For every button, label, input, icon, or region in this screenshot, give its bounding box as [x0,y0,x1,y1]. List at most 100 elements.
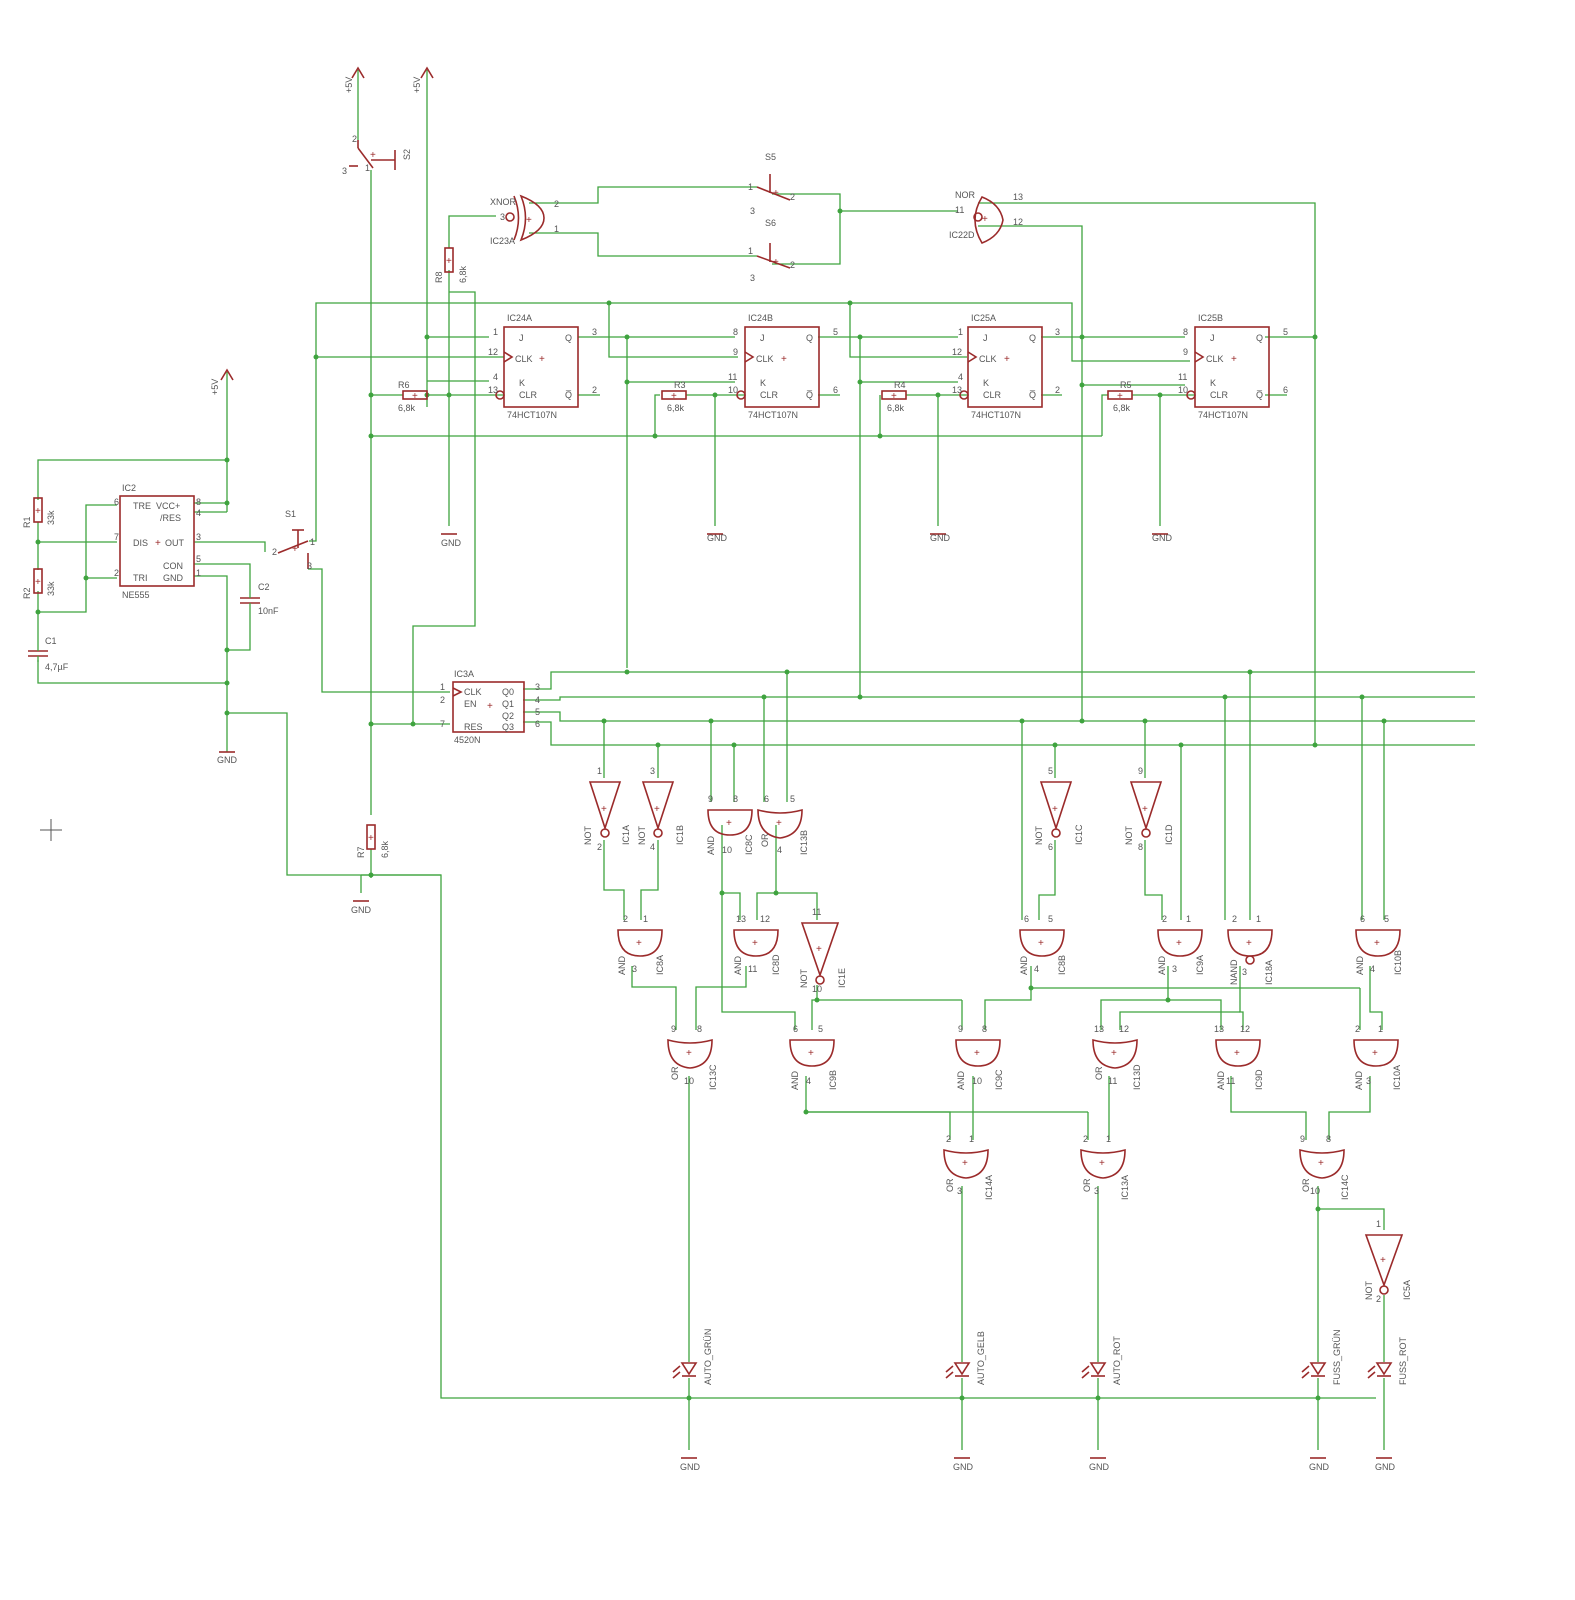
ic3a-pin-en: EN [464,699,477,709]
s5-label: S5 [765,152,776,162]
ic1b-type: NOT [637,826,647,846]
resistor-r4: + R4 6,8k [881,380,907,413]
ic1e-pin-a: 11 [812,907,821,917]
pin-num-clr: 13 [952,385,962,395]
pin-num-k: 11 [1178,372,1187,382]
gate-ic1d: + NOT IC1D 9 8 [1124,766,1174,852]
ic8b-pin-b: 5 [1048,914,1053,924]
svg-text:+: + [368,833,374,844]
led-auto-gelb: AUTO_GELB [945,1331,986,1385]
ic22d-type: NOR [955,190,976,200]
ic23a-type: XNOR [490,197,517,207]
ic8a-pin-b: 1 [643,914,648,924]
svg-text:+: + [671,391,677,402]
ic1a-name: IC1A [621,825,631,845]
led-auto-rot-label: AUTO_ROT [1112,1336,1122,1385]
ic13a-pin-o: 3 [1094,1186,1099,1196]
svg-text:+: + [776,818,782,829]
ic2-num-7: 7 [114,532,119,542]
svg-text:+: + [1234,1048,1240,1059]
ic3a-num-7: 7 [440,719,445,729]
ic14a-pin-a: 2 [946,1134,951,1144]
ic1d-type: NOT [1124,826,1134,846]
counter-ic3a: + IC3A 4520N CLK EN RES Q0 Q1 Q2 Q3 1 2 … [440,669,540,745]
pin-j: J [519,333,524,343]
svg-text:+: + [1176,938,1182,949]
pin-q: Q [806,333,813,343]
flipflop-ic25b: + IC25B 74HCT107N J CLK K CLR Q Q̅ 8 9 1… [1178,313,1288,420]
ic9d-pin-o: 11 [1226,1076,1235,1086]
gate-ic14a: + OR IC14A 2 1 3 [943,1134,994,1200]
led-fuss-gruen-label: FUSS_GRÜN [1332,1329,1342,1385]
ic8c-pin-o: 10 [722,845,732,855]
ic9a-type: AND [1157,955,1167,975]
ic3a-num-6: 6 [535,719,540,729]
gnd-label: GND [441,538,462,548]
ic9c-pin-o: 10 [972,1076,982,1086]
ic10b-name: IC10B [1393,950,1403,975]
r4-value: 6,8k [887,403,905,413]
ic25a-value: 74HCT107N [971,410,1021,420]
ic9a-name: IC9A [1195,955,1205,975]
svg-text:+: + [1246,938,1252,949]
s2-pin2: 2 [352,134,357,144]
pin-clr: CLR [760,390,779,400]
ic10a-name: IC10A [1392,1065,1402,1090]
switch-s2: + S2 2 1 3 [342,134,412,176]
gate-ic1a: + NOT IC1A 1 2 [583,766,631,852]
ic1e-name: IC1E [837,968,847,988]
ic1e-type: NOT [799,969,809,989]
r2-name: R2 [22,587,32,599]
ic18a-name: IC18A [1264,960,1274,985]
ic8d-type: AND [733,955,743,975]
ic13c-type: OR [670,1066,680,1080]
ic2-pin-out: OUT [165,538,185,548]
ic1c-pin-a: 5 [1048,766,1053,776]
ic9c-type: AND [956,1070,966,1090]
svg-text:+: + [1004,354,1010,365]
ic9c-pin-b: 8 [982,1024,987,1034]
ic8b-pin-o: 4 [1034,964,1039,974]
gnd-689: GND [680,1457,701,1472]
svg-text:+: + [1117,391,1123,402]
pin-qn: Q̅ [806,390,813,400]
svg-text:+: + [1099,1158,1105,1169]
svg-text:+: + [891,391,897,402]
pin-num-k: 4 [493,372,498,382]
gnd-1318: GND [1309,1457,1330,1472]
ic24a-value: 74HCT107N [507,410,557,420]
ic2-num-8: 8 [196,497,201,507]
led-fuss-rot-label: FUSS_ROT [1398,1336,1408,1385]
ic13a-name: IC13A [1120,1175,1130,1200]
gnd-1160: GND [1152,533,1173,543]
vcc-227: +5V [210,368,234,395]
svg-text:+: + [982,214,988,225]
timer-ic2: + IC2 NE555 TRE VCC+ /RES DIS OUT CON TR… [114,483,201,600]
ic22d-pin-in2: 12 [1013,217,1023,227]
r1-value: 33k [46,510,56,525]
c1-name: C1 [45,636,57,646]
svg-text:+: + [636,938,642,949]
ic9b-pin-a: 6 [793,1024,798,1034]
s1-pin1: 1 [310,537,315,547]
ic1c-pin-o: 6 [1048,842,1053,852]
wires [37,70,1475,1450]
ic22d-name: IC22D [949,230,975,240]
ic8d-name: IC8D [771,954,781,975]
gnd-1384: GND [1375,1457,1396,1472]
c2-name: C2 [258,582,270,592]
ic1c-name: IC1C [1074,824,1084,845]
ic3a-num-3: 3 [535,682,540,692]
ic13d-pin-b: 12 [1119,1024,1129,1034]
vcc-label: +5V [412,77,422,93]
ic8d-pin-o: 11 [748,964,757,974]
vcc-427: +5V [412,66,434,93]
ic10b-pin-a: 6 [1360,914,1365,924]
ic8a-pin-o: 3 [632,964,637,974]
ic3a-pin-q3: Q3 [502,722,514,732]
pin-num-clk: 12 [952,347,962,357]
pin-num-q: 3 [592,327,597,337]
ic2-num-1: 1 [196,568,201,578]
svg-text:+: + [773,188,779,199]
ic9d-pin-b: 12 [1240,1024,1250,1034]
